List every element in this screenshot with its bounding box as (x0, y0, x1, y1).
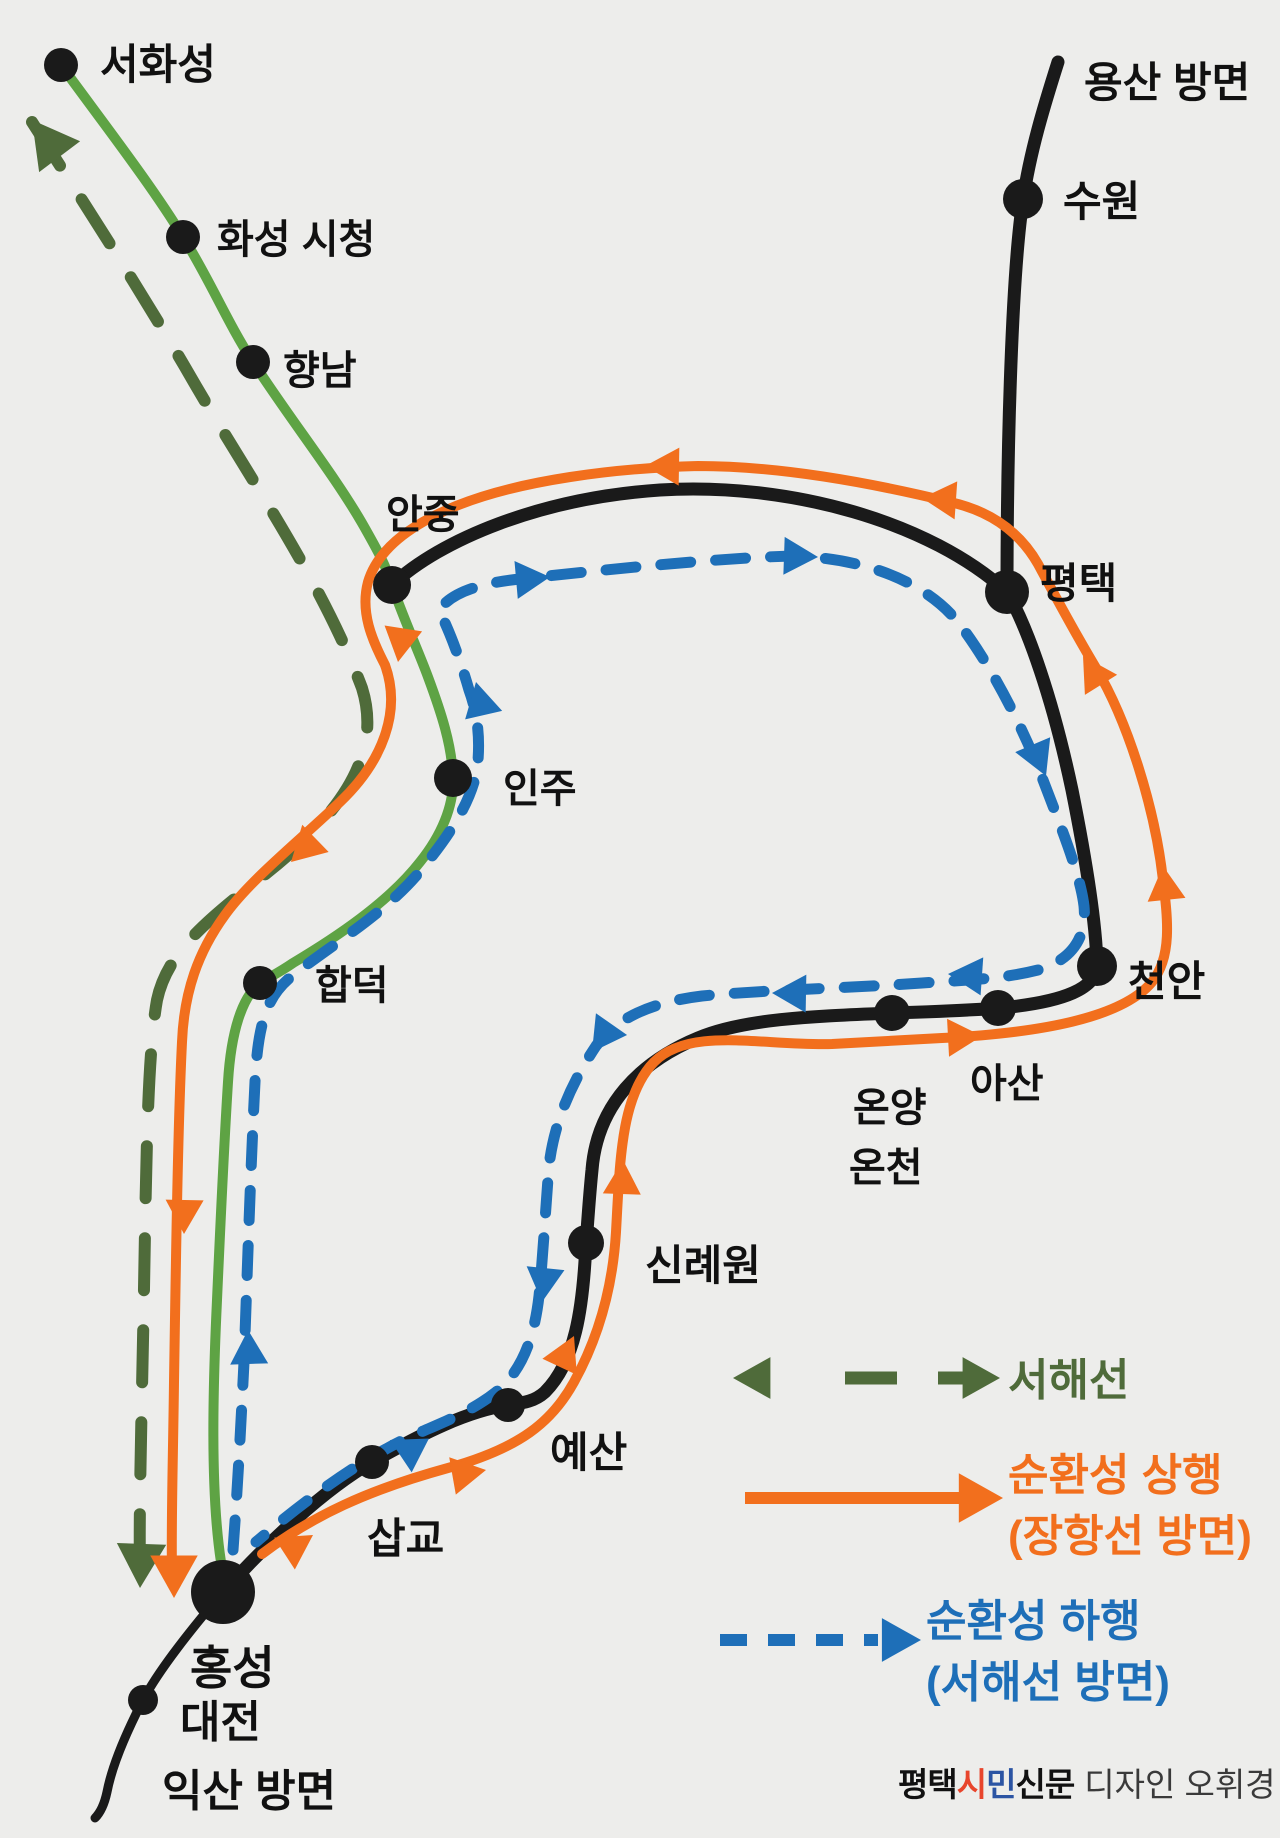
arrow-icon (602, 1159, 642, 1195)
arrow-icon (1144, 864, 1186, 902)
loop-up-arrows (150, 447, 1186, 1598)
station-label-pyeongtaek: 평택 (1040, 560, 1117, 607)
station-label-yesan: 예산 (550, 1429, 627, 1476)
station-labels: 서화성 화성 시청 향남 안중 수원 평택 인주 합덕 천안 아산 온양 온천 … (100, 41, 1250, 1816)
station-dot-daejeon (128, 1685, 158, 1715)
legend-label-seohae: 서해선 (1008, 1356, 1129, 1405)
arrow-icon (783, 536, 819, 576)
design-credit: 디자인 오휘경 (1084, 1766, 1276, 1803)
station-label-hongseong: 홍성 (190, 1642, 275, 1694)
station-label-hapdeok: 합덕 (315, 964, 389, 1008)
arrow-icon (514, 558, 552, 599)
station-dot-hwaseong-cityhall (166, 220, 200, 254)
station-dot-inju (434, 759, 472, 797)
legend-loop-down-symbol (720, 1618, 921, 1662)
station-dot-hyangnam (236, 345, 270, 379)
arrow-icon (771, 974, 807, 1013)
station-dot-yesan (491, 1388, 525, 1422)
station-dot-anjung (373, 566, 411, 604)
legend-label-loop-up: 순환성 상행 (1008, 1451, 1223, 1500)
loop-up-line-path (166, 461, 1173, 1577)
station-dot-hongseong (191, 1560, 255, 1624)
legend-sublabel-loop-down: (서해선 방면) (926, 1658, 1170, 1707)
arrow-icon (523, 1266, 565, 1304)
station-label-hyangnam: 향남 (283, 349, 357, 393)
arrow-icon (947, 1017, 983, 1057)
station-label-onyang: 온양 (853, 1086, 927, 1130)
legend: 서해선 순환성 상행 (장항선 방면) 순환성 하행 (서해선 방면) (720, 1356, 1252, 1707)
arrow-icon (962, 1357, 1000, 1399)
station-dot-hapdeok (243, 966, 277, 1000)
logo-part: 평택 (898, 1766, 958, 1803)
seohae-line-solid-path (56, 60, 459, 1567)
legend-sublabel-loop-up: (장항선 방면) (1008, 1512, 1252, 1561)
arrow-icon (229, 1329, 269, 1365)
arrow-icon (150, 1555, 198, 1598)
newspaper-logo: 평택시민신문 (898, 1766, 1075, 1803)
station-label-sinnyewon: 신례원 (645, 1242, 761, 1289)
arrow-icon (165, 1199, 204, 1235)
station-label-inju: 인주 (503, 767, 577, 811)
station-dot-cheonan (1077, 946, 1117, 986)
logo-part: 신문 (1015, 1766, 1075, 1803)
terminal-label-yongsan: 용산 방면 (1084, 59, 1250, 106)
station-label-anjung: 안중 (386, 493, 460, 537)
station-label-suwon: 수원 (1063, 178, 1140, 225)
station-label-sapgyo: 삽교 (367, 1515, 444, 1562)
iksan-branch-path (90, 1587, 228, 1823)
station-label-daejeon: 대전 (180, 1698, 261, 1747)
yongsan-branch-path (1000, 55, 1065, 599)
legend-label-loop-down: 순환성 하행 (926, 1597, 1141, 1646)
arrow-icon (644, 447, 680, 486)
loop-down-line-path (227, 550, 1090, 1556)
station-label-oncheon: 온천 (849, 1146, 923, 1190)
station-dot-suwon (1003, 179, 1043, 219)
station-label-asan: 아산 (970, 1062, 1044, 1106)
station-dot-pyeongtaek (985, 570, 1029, 614)
station-dot-sapgyo (355, 1445, 389, 1479)
station-label-cheonan: 천안 (1128, 958, 1205, 1005)
station-dots (44, 48, 1117, 1715)
legend-loop-up-symbol (745, 1473, 1003, 1523)
logo-part-red: 시 (956, 1766, 987, 1803)
arrow-icon (733, 1357, 771, 1399)
arrow-icon (946, 955, 984, 996)
arrow-icon (881, 1618, 921, 1662)
station-dot-sinnyewon (568, 1225, 604, 1261)
station-dot-asan (980, 990, 1016, 1026)
logo-part-blue: 민 (986, 1766, 1016, 1803)
arrow-icon (958, 1473, 1003, 1523)
station-label-seohwaseong: 서화성 (100, 41, 216, 88)
arrow-icon (11, 104, 81, 173)
terminal-label-iksan: 익산 방면 (162, 1767, 336, 1816)
legend-seohae-symbol (733, 1357, 1000, 1399)
station-dot-onyang-oncheon (874, 995, 910, 1031)
station-label-hwaseong-cityhall: 화성 시청 (217, 218, 375, 262)
arrow-icon (920, 479, 958, 520)
station-dot-seohwaseong (44, 48, 78, 82)
